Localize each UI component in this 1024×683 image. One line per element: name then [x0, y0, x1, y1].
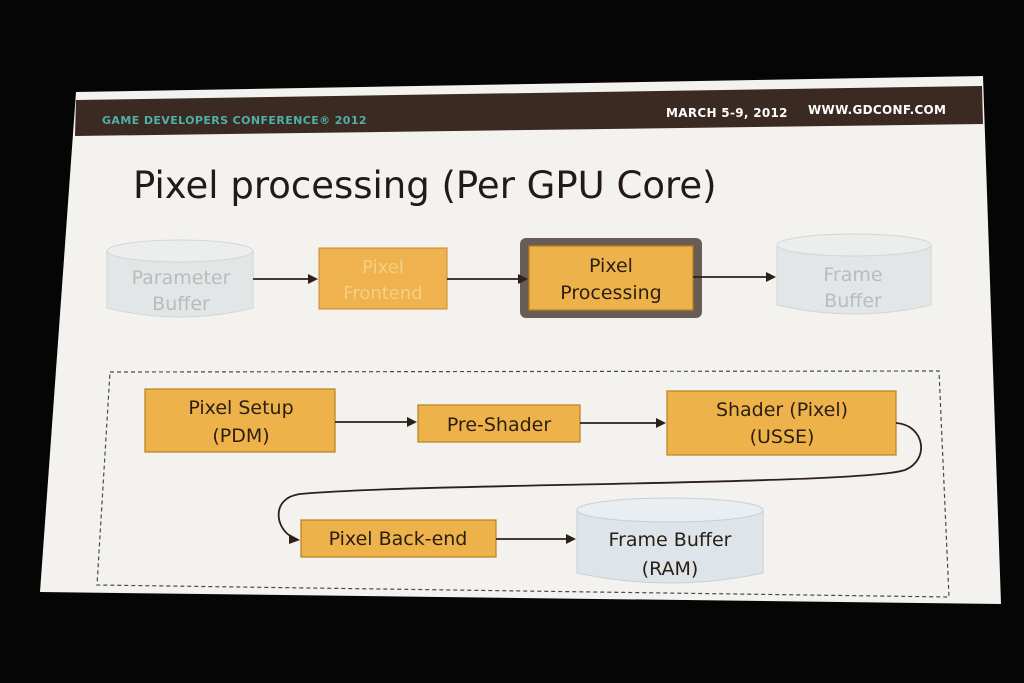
frame-buffer-ram-label-line2: (RAM) [642, 558, 699, 580]
pixel-frontend-label-line2: Frontend [343, 283, 422, 304]
top-flow-arrows [253, 272, 776, 284]
shader-pixel-label-line2: (USSE) [750, 426, 815, 448]
arrow-shader-to-backend [277, 422, 922, 539]
frame-buffer-ram-cylinder: Frame Buffer (RAM) [576, 497, 764, 584]
conference-website: WWW.GDCONF.COM [808, 103, 946, 117]
pixel-setup-label-line2: (PDM) [212, 425, 269, 447]
pre-shader-box: Pre-Shader [417, 404, 581, 443]
pixel-frontend-label-line1: Pixel [362, 257, 404, 278]
detail-flow-arrows [277, 417, 922, 544]
slide-title: Pixel processing (Per GPU Core) [133, 164, 717, 207]
parameter-buffer-label-line1: Parameter [132, 267, 231, 289]
shader-pixel-label-line1: Shader (Pixel) [716, 399, 848, 421]
pixel-processing-label-line1: Pixel [589, 255, 633, 277]
pixel-backend-box: Pixel Back-end [300, 519, 497, 558]
pixel-frontend-box: Pixel Frontend [318, 247, 448, 310]
projection-screen [40, 76, 1001, 604]
pixel-processing-label-line2: Processing [560, 282, 661, 304]
pixel-processing-box: Pixel Processing [520, 238, 702, 318]
parameter-buffer-cylinder: Parameter Buffer [106, 239, 254, 318]
parameter-buffer-label-line2: Buffer [152, 293, 210, 315]
frame-buffer-ram-label-line1: Frame Buffer [609, 529, 732, 551]
conference-name: GAME DEVELOPERS CONFERENCE® 2012 [102, 114, 367, 127]
header-band [75, 86, 983, 136]
pixel-backend-label: Pixel Back-end [329, 528, 468, 550]
frame-buffer-label-line1: Frame [823, 264, 882, 286]
pixel-setup-label-line1: Pixel Setup [188, 397, 293, 419]
frame-buffer-label-line2: Buffer [824, 290, 882, 312]
pixel-setup-box: Pixel Setup (PDM) [144, 388, 336, 453]
shader-pixel-box: Shader (Pixel) (USSE) [666, 390, 897, 456]
conference-dates: MARCH 5-9, 2012 [666, 106, 788, 120]
pre-shader-label: Pre-Shader [447, 414, 552, 436]
frame-buffer-cylinder: Frame Buffer [776, 233, 932, 315]
